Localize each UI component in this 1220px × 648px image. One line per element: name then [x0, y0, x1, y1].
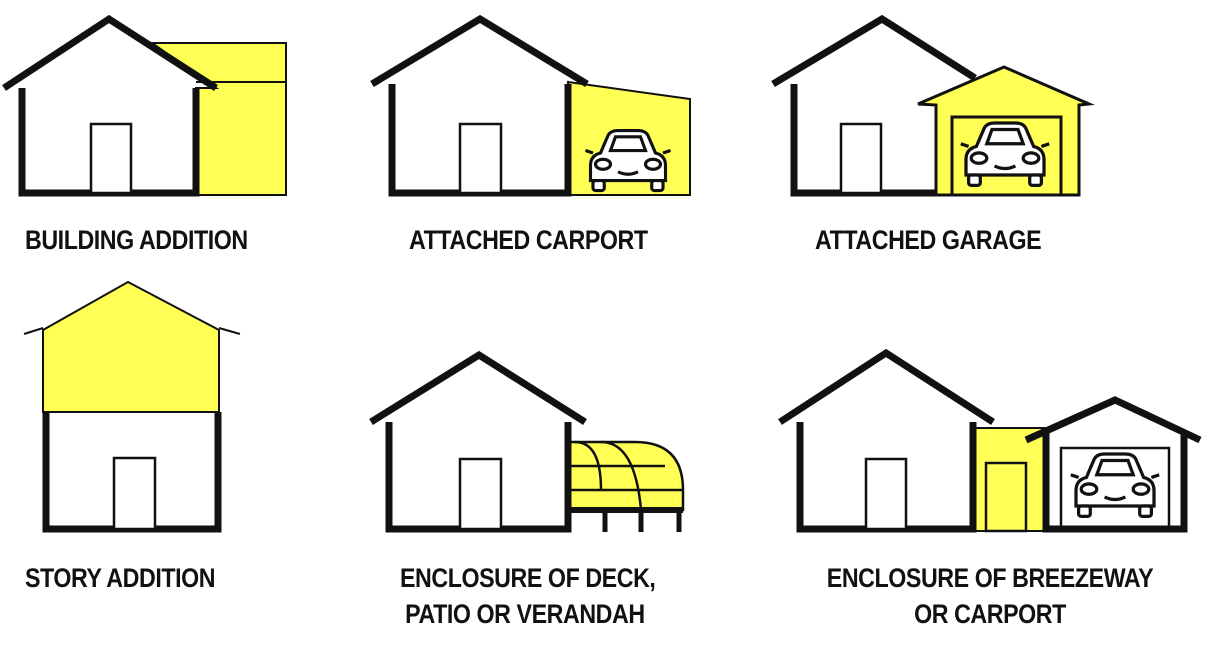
panel-building-addition: BUILDING ADDITION [0, 0, 300, 270]
car-icon [1069, 452, 1161, 519]
caption-line-1: ENCLOSURE OF BREEZEWAY [826, 563, 1154, 593]
caption-story-addition: STORY ADDITION [25, 563, 216, 593]
house-roof [370, 14, 589, 87]
caption-enclosure-breezeway: ENCLOSURE OF BREEZEWAY OR CARPORT [801, 560, 1179, 632]
door-icon [984, 461, 1028, 533]
panel-enclosure-breezeway: ENCLOSURE OF BREEZEWAY OR CARPORT [770, 270, 1210, 640]
addition-block [148, 42, 287, 196]
story-block [42, 280, 220, 413]
enclosure-breezeway-illustration [778, 348, 1202, 533]
caption-building-addition: BUILDING ADDITION [25, 225, 248, 255]
house-roof [369, 350, 587, 425]
door-icon [89, 122, 133, 195]
door-icon [458, 122, 503, 195]
door-icon [458, 457, 503, 531]
house-roof [771, 14, 977, 88]
caption-line-1: ENCLOSURE OF DECK, [400, 563, 656, 593]
caption-attached-carport: ATTACHED CARPORT [409, 225, 648, 255]
panel-attached-carport: ATTACHED CARPORT [365, 0, 705, 270]
door-icon [839, 122, 883, 195]
enclosure-deck-illustration [369, 350, 685, 533]
door-icon [864, 457, 908, 531]
garage-door-icon [950, 115, 1063, 197]
house-roof [2, 14, 218, 91]
house-walls [790, 84, 938, 197]
door-icon [112, 456, 157, 531]
building-addition-illustration [2, 14, 287, 197]
attached-garage-illustration [771, 14, 1095, 197]
attached-carport-illustration [370, 14, 691, 197]
enclosure-roof [566, 440, 685, 512]
story-addition-illustration [23, 280, 241, 533]
caption-line-2: PATIO OR VERANDAH [405, 599, 645, 629]
garage-roof [1024, 396, 1202, 444]
panel-attached-garage: ATTACHED GARAGE [765, 0, 1105, 270]
panel-enclosure-deck: ENCLOSURE OF DECK, PATIO OR VERANDAH [365, 270, 705, 640]
garage-door-icon [1059, 446, 1171, 531]
caption-enclosure-deck: ENCLOSURE OF DECK, PATIO OR VERANDAH [400, 560, 656, 632]
caption-line-2: OR CARPORT [914, 599, 1066, 629]
house-roof [778, 348, 995, 425]
panel-story-addition: STORY ADDITION [0, 270, 300, 640]
caption-attached-garage: ATTACHED GARAGE [815, 225, 1042, 255]
